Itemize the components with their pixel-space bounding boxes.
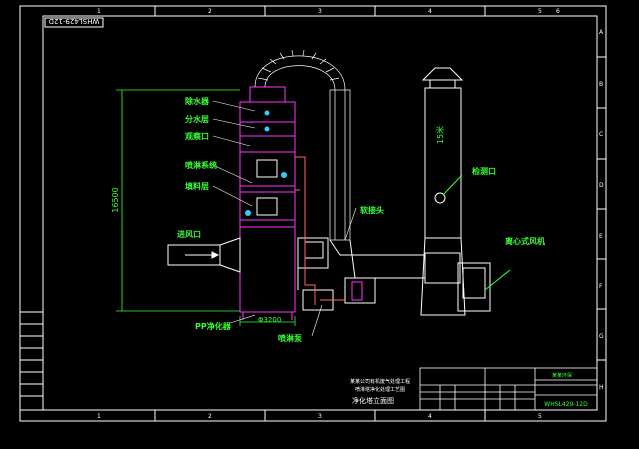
col-5-top: 5 bbox=[538, 8, 542, 15]
col-3-top: 3 bbox=[318, 8, 322, 15]
col-2-bottom: 2 bbox=[208, 413, 212, 420]
inlet-duct bbox=[167, 237, 241, 273]
col-1-top: 1 bbox=[97, 8, 101, 15]
down-duct bbox=[329, 239, 461, 284]
grid-ticks bbox=[154, 6, 606, 421]
exhaust-stack bbox=[420, 67, 466, 316]
diameter-label: Φ3200 bbox=[258, 316, 281, 324]
row-h: H bbox=[599, 384, 604, 391]
outer-frame bbox=[19, 5, 607, 422]
code-rotated: WHSL429-12D bbox=[49, 17, 100, 25]
row-a: A bbox=[599, 29, 604, 36]
diameter-dimension bbox=[239, 316, 296, 326]
label-pp-tower: PP净化器 bbox=[195, 321, 232, 331]
col-1-bottom: 1 bbox=[97, 413, 101, 420]
pipe-lines bbox=[295, 156, 345, 305]
row-g: G bbox=[599, 333, 604, 340]
component-labels: 除水器 分水层 观察口 喷淋系统 填料层 进风口 PP净化器 喷淋泵 软接头 检… bbox=[177, 96, 545, 343]
row-letters: A B C D E F G H bbox=[599, 29, 604, 391]
label-demister: 除水器 bbox=[185, 96, 210, 106]
inner-frame bbox=[42, 15, 598, 411]
spray-nozzles bbox=[245, 110, 287, 216]
col-4-bottom: 4 bbox=[428, 413, 432, 420]
company-name: 某某环保 bbox=[552, 372, 572, 379]
leader-lines bbox=[212, 100, 357, 337]
col-3-bottom: 3 bbox=[318, 413, 322, 420]
label-fan: 离心式风机 bbox=[505, 236, 545, 246]
title-block bbox=[419, 367, 598, 411]
revision-table bbox=[19, 311, 44, 411]
col-5-bottom: 5 bbox=[538, 413, 542, 420]
label-spray-system: 喷淋系统 bbox=[185, 160, 217, 170]
label-water-layer: 分水层 bbox=[185, 114, 209, 124]
row-e: E bbox=[599, 233, 603, 240]
project-line2: 喷淋塔净化处理工艺图 bbox=[355, 386, 405, 393]
col-6-top: 6 bbox=[556, 8, 560, 15]
row-f: F bbox=[599, 283, 603, 290]
row-d: D bbox=[599, 182, 604, 189]
stack-text: 15米 bbox=[435, 126, 445, 144]
column-numbers: 1 2 3 4 5 6 1 2 3 4 5 bbox=[97, 8, 560, 420]
col-4-top: 4 bbox=[428, 8, 432, 15]
label-packing: 填料层 bbox=[185, 181, 209, 191]
label-pump: 喷淋泵 bbox=[278, 333, 302, 343]
height-dimension bbox=[116, 89, 240, 312]
label-inlet: 进风口 bbox=[177, 229, 201, 239]
label-connector: 软接头 bbox=[360, 205, 384, 215]
label-sample-port: 检测口 bbox=[472, 166, 496, 176]
absorption-tower bbox=[239, 86, 296, 313]
drawing-number: WHSL429-12D bbox=[544, 401, 588, 408]
row-c: C bbox=[599, 131, 603, 138]
elbow-duct bbox=[254, 49, 351, 241]
col-2-top: 2 bbox=[208, 8, 212, 15]
centrifugal-fan bbox=[457, 262, 511, 312]
row-b: B bbox=[599, 81, 603, 88]
drawing-name: 净化塔立面图 bbox=[352, 396, 394, 405]
pump-assembly bbox=[297, 237, 376, 311]
height-label: 16500 bbox=[111, 187, 120, 212]
code-box bbox=[44, 17, 104, 28]
label-manhole: 观察口 bbox=[185, 131, 209, 141]
project-line1: 某某公司有机废气处理工程 bbox=[350, 378, 410, 385]
